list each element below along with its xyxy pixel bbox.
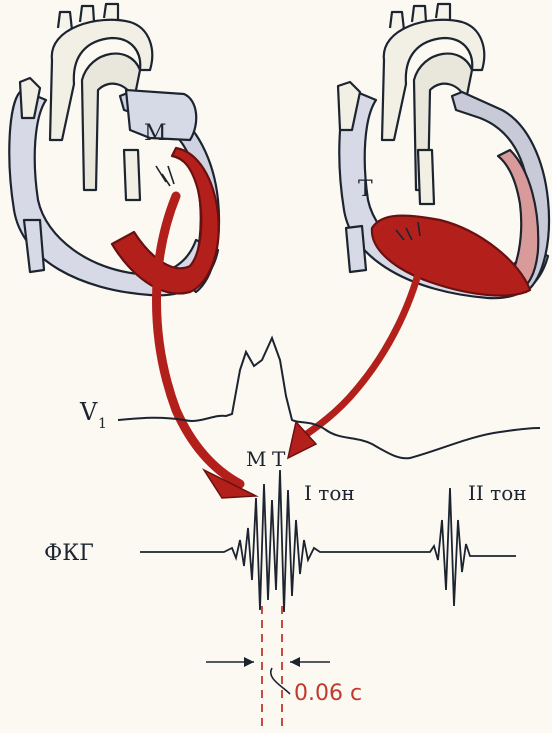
left-heart-illustration bbox=[8, 2, 221, 297]
lead-v1-subscript: 1 bbox=[98, 416, 107, 432]
second-heart-sound-label: II тон bbox=[468, 481, 527, 505]
wave-m-label: М bbox=[246, 447, 266, 471]
interval-marker bbox=[206, 606, 330, 728]
right-heart-illustration bbox=[336, 2, 551, 300]
pcg-trace bbox=[140, 469, 516, 613]
tricuspid-valve-label: Т bbox=[358, 177, 373, 202]
mitral-arrowhead bbox=[201, 468, 259, 499]
pcg-label: ФКГ bbox=[44, 541, 94, 566]
first-heart-sound-label: I тон bbox=[304, 481, 355, 505]
tricuspid-arrow bbox=[294, 246, 428, 444]
mitral-arrow bbox=[152, 191, 245, 489]
wave-t-label: Т bbox=[272, 447, 286, 471]
interval-value-label: 0.06 с bbox=[294, 681, 362, 706]
mitral-valve-label: М bbox=[144, 121, 167, 146]
ecg-trace-v1 bbox=[117, 335, 541, 460]
lead-v1-label: V bbox=[79, 398, 98, 426]
tricuspid-arrowhead bbox=[286, 420, 318, 460]
